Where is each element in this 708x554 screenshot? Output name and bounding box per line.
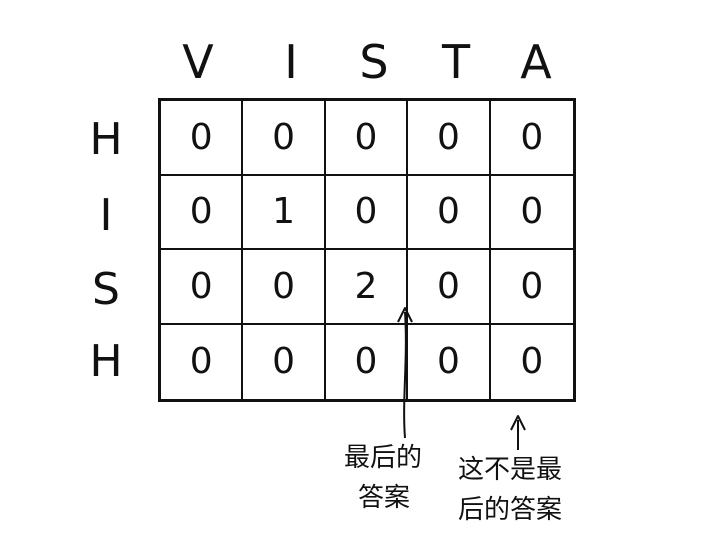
grid-cell: 0 xyxy=(490,250,573,325)
grid-cell: 0 xyxy=(161,175,244,250)
grid-cell: 0 xyxy=(408,324,491,399)
grid-cell: 1 xyxy=(243,175,326,250)
column-header-a: A xyxy=(520,35,552,89)
row-header-s: S xyxy=(92,264,120,315)
grid-cell: 0 xyxy=(490,101,573,176)
grid-cell: 0 xyxy=(408,250,491,325)
row-header-h-1: H xyxy=(89,114,123,165)
not-final-answer-label-line-1: 这不是最 xyxy=(458,455,563,485)
grid-cell: 0 xyxy=(243,250,326,325)
grid-cell: 0 xyxy=(161,250,244,325)
grid-cell: 0 xyxy=(490,176,573,250)
column-header-s: S xyxy=(359,35,389,89)
column-header-i: I xyxy=(284,35,298,89)
grid-cell: 0 xyxy=(243,101,326,176)
grid-cell: 0 xyxy=(161,101,244,176)
not-final-answer-cell: 0 xyxy=(520,341,544,383)
final-answer-label-line-1: 最后的 xyxy=(344,443,423,473)
final-answer-label-line-2: 答案 xyxy=(358,483,411,513)
grid-cell: 0 xyxy=(408,101,491,176)
final-answer-arrow-icon xyxy=(403,311,407,439)
not-final-answer-label-line-2: 后的答案 xyxy=(458,495,563,525)
lcs-grid: 0 0 0 0 0 0 1 0 0 0 0 0 2 0 0 0 0 0 0 0 xyxy=(158,98,576,402)
grid-cell: 0 xyxy=(325,175,409,250)
column-header-v: V xyxy=(182,35,214,89)
grid-cell: 0 xyxy=(408,175,491,250)
grid-cell: 0 xyxy=(325,101,409,176)
column-header-t: T xyxy=(441,35,471,89)
grid-cell: 0 xyxy=(243,324,326,399)
row-header-i: I xyxy=(99,190,113,241)
final-answer-arrowhead-icon xyxy=(397,307,413,323)
row-header-h-2: H xyxy=(89,336,123,387)
final-answer-cell: 2 xyxy=(325,250,409,325)
not-final-answer-arrowhead-icon xyxy=(510,415,526,431)
grid-cell: 0 xyxy=(161,324,244,399)
grid-cell: 0 xyxy=(326,324,409,399)
